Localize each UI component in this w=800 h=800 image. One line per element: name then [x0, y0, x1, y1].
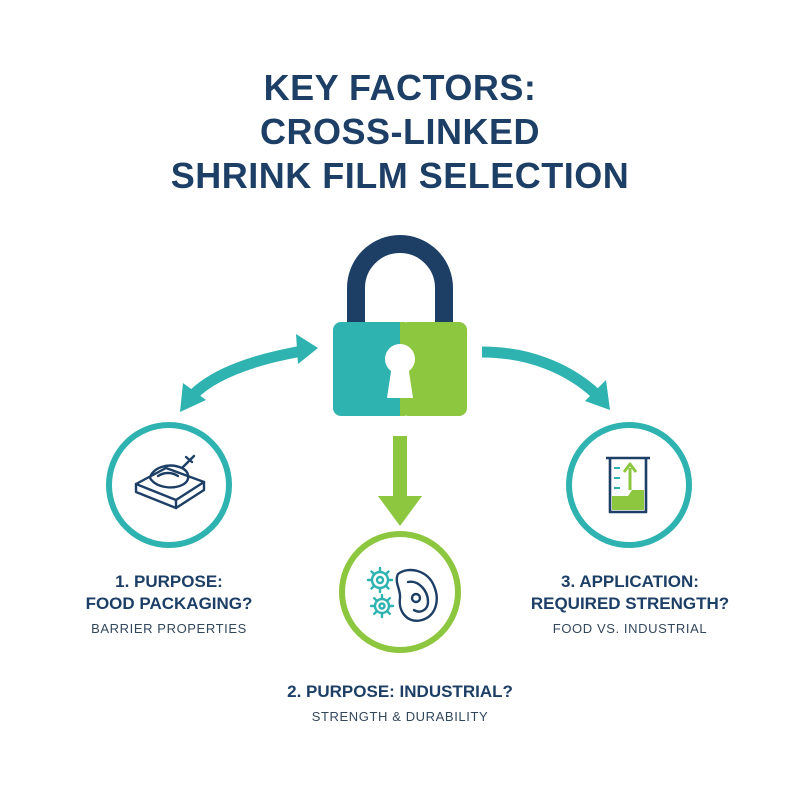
arrow-left-curved [180, 334, 318, 412]
factor-2-subtitle: STRENGTH & DURABILITY [311, 709, 489, 724]
padlock-icon [333, 235, 467, 416]
arrow-right-curved [481, 346, 610, 410]
factor-3-label: 3. APPLICATION: REQUIRED STRENGTH? FOOD … [500, 571, 760, 639]
factor-3-heading-line-2: REQUIRED STRENGTH? [530, 594, 730, 613]
arrow-down [378, 436, 422, 526]
factor-2-label: 2. PURPOSE: INDUSTRIAL? STRENGTH & DURAB… [250, 681, 550, 727]
factor-1-heading-line-1: 1. PURPOSE: [115, 572, 223, 591]
factor-1-subtitle: BARRIER PROPERTIES [91, 621, 247, 636]
page-title: KEY FACTORS: CROSS-LINKED SHRINK FILM SE… [0, 66, 800, 198]
factor-2-heading-line-1: 2. PURPOSE: INDUSTRIAL? [287, 682, 513, 701]
factor-1-label: 1. PURPOSE: FOOD PACKAGING? BARRIER PROP… [44, 571, 294, 639]
gears-part-icon [366, 566, 438, 622]
food-tray-icon [134, 454, 206, 510]
beaker-icon [606, 456, 650, 514]
factor-1-heading-line-2: FOOD PACKAGING? [85, 594, 253, 613]
title-line-1: KEY FACTORS: [263, 67, 537, 108]
title-line-3: SHRINK FILM SELECTION [170, 155, 630, 196]
factor-3-subtitle: FOOD VS. INDUSTRIAL [552, 621, 708, 636]
factor-1-circle [106, 422, 232, 548]
title-line-2: CROSS-LINKED [259, 111, 540, 152]
factor-3-heading-line-1: 3. APPLICATION: [561, 572, 699, 591]
